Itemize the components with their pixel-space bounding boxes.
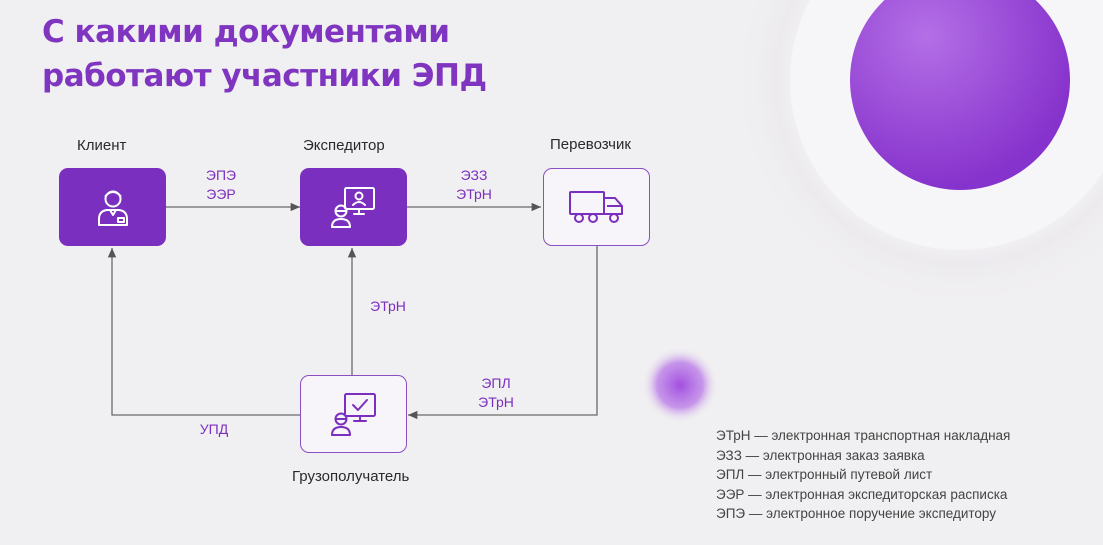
edge-doc: ЭПЭ bbox=[205, 167, 237, 183]
legend-item: ЭПЛ — электронный путевой лист bbox=[716, 467, 933, 482]
legend: ЭТрН — электронная транспортная накладна… bbox=[716, 426, 1010, 524]
accent-circle bbox=[850, 0, 1070, 190]
monitor-check-person-icon bbox=[330, 393, 376, 436]
edge-doc: ЭТрН bbox=[370, 298, 406, 314]
legend-item: ЭЗЗ — электронная заказ заявка bbox=[716, 447, 925, 463]
edge-doc: ЭЭР bbox=[206, 186, 236, 202]
monitor-person-icon bbox=[330, 187, 375, 228]
accent-blob bbox=[642, 347, 718, 423]
node-forwarder bbox=[300, 168, 407, 246]
node-client bbox=[59, 168, 166, 246]
node-carrier bbox=[543, 168, 650, 246]
edge-label-forwarder-to-carrier: ЭЗЗ ЭТрН bbox=[446, 166, 502, 204]
page-title: С какими документами работают участники … bbox=[42, 10, 487, 98]
node-consignee bbox=[300, 375, 407, 453]
edge-doc: УПД bbox=[199, 421, 229, 437]
edge-label-carrier-to-consignee: ЭПЛ ЭТрН bbox=[468, 374, 524, 412]
legend-item: ЭПЭ — электронное поручение экспедитору bbox=[716, 506, 997, 521]
edge-label-consignee-to-client: УПД bbox=[192, 420, 236, 439]
client-person-icon bbox=[97, 190, 128, 226]
truck-icon bbox=[568, 191, 623, 223]
page-title-line-1: С какими документами bbox=[42, 14, 450, 50]
node-label-carrier: Перевозчик bbox=[550, 136, 631, 153]
node-label-client: Клиент bbox=[77, 137, 127, 154]
node-label-consignee: Грузополучатель bbox=[292, 468, 410, 485]
edge-label-client-to-forwarder: ЭПЭ ЭЭР bbox=[200, 166, 242, 204]
edge-doc: ЭПЛ bbox=[481, 375, 511, 391]
edge-label-consignee-to-forwarder: ЭТрН bbox=[360, 297, 416, 316]
page-title-line-2: работают участники ЭПД bbox=[42, 58, 487, 94]
edge-doc: ЭТрН bbox=[478, 394, 514, 410]
node-label-forwarder: Экспедитор bbox=[303, 137, 385, 154]
edge-doc: ЭТрН bbox=[456, 186, 492, 202]
legend-item: ЭТрН — электронная транспортная накладна… bbox=[716, 428, 1011, 443]
edge-doc: ЭЗЗ bbox=[460, 167, 488, 183]
legend-item: ЭЭР — электронная экспедиторская расписк… bbox=[716, 486, 1008, 502]
